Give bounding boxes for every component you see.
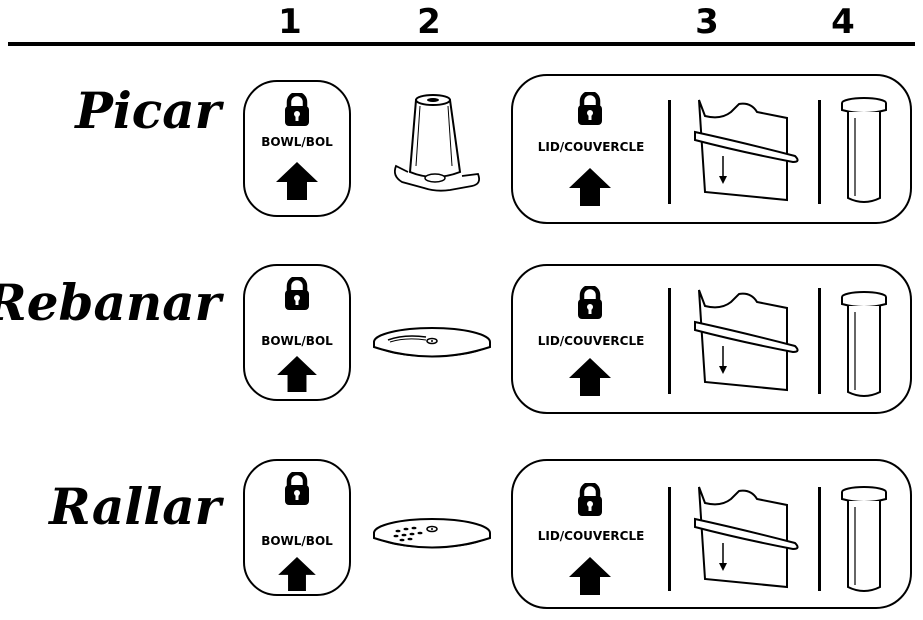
panel-divider bbox=[668, 100, 671, 204]
panel-divider bbox=[668, 487, 671, 591]
padlock-icon bbox=[578, 483, 602, 516]
up-arrow-icon bbox=[276, 162, 318, 200]
padlock-icon bbox=[285, 93, 309, 126]
feed-chute-icon bbox=[694, 289, 799, 392]
up-arrow-icon bbox=[277, 356, 317, 392]
bowl-lock-badge: BOWL/BOL bbox=[243, 80, 351, 217]
lid-feed-tube-panel: LID/COUVERCLE bbox=[511, 74, 912, 224]
feed-chute-icon bbox=[694, 486, 799, 589]
bowl-label: BOWL/BOL bbox=[261, 135, 333, 149]
lid-label: LID/COUVERCLE bbox=[537, 334, 645, 348]
bowl-label: BOWL/BOL bbox=[261, 534, 333, 548]
column-number-2: 2 bbox=[417, 2, 441, 42]
row-label: Rallar bbox=[49, 477, 221, 536]
up-arrow-icon bbox=[569, 358, 611, 396]
up-arrow-icon bbox=[278, 557, 316, 591]
bowl-lock-badge: BOWL/BOL bbox=[243, 264, 351, 401]
food-pusher-icon bbox=[841, 97, 887, 203]
shredding-disc-icon bbox=[373, 518, 491, 549]
column-number-4: 4 bbox=[831, 2, 855, 42]
lid-label: LID/COUVERCLE bbox=[537, 529, 645, 543]
up-arrow-icon bbox=[569, 557, 611, 595]
food-pusher-icon bbox=[841, 486, 887, 592]
chopping-blade-icon bbox=[393, 94, 481, 192]
padlock-icon bbox=[578, 92, 602, 125]
panel-divider bbox=[818, 100, 821, 204]
lid-feed-tube-panel: LID/COUVERCLE bbox=[511, 264, 912, 414]
row-rebanar: Rebanar BOWL/BOL bbox=[0, 260, 923, 420]
lid-feed-tube-panel: LID/COUVERCLE bbox=[511, 459, 912, 609]
panel-divider bbox=[668, 288, 671, 394]
row-picar: Picar BOWL/BOL bbox=[0, 70, 923, 230]
feed-chute-icon bbox=[694, 99, 799, 202]
column-number-3: 3 bbox=[695, 2, 719, 42]
panel-divider bbox=[818, 487, 821, 591]
lid-label: LID/COUVERCLE bbox=[537, 140, 645, 154]
up-arrow-icon bbox=[569, 168, 611, 206]
column-number-1: 1 bbox=[278, 2, 302, 42]
row-label: Rebanar bbox=[0, 273, 221, 332]
padlock-icon bbox=[578, 286, 602, 319]
food-pusher-icon bbox=[841, 291, 887, 397]
padlock-icon bbox=[285, 472, 309, 505]
padlock-icon bbox=[285, 277, 309, 310]
row-rallar: Rallar BOWL/BOL bbox=[0, 455, 923, 615]
bowl-lock-badge: BOWL/BOL bbox=[243, 459, 351, 596]
panel-divider bbox=[818, 288, 821, 394]
header-rule bbox=[8, 42, 915, 46]
row-label: Picar bbox=[75, 81, 221, 140]
slicing-disc-icon bbox=[373, 327, 491, 358]
bowl-label: BOWL/BOL bbox=[261, 334, 333, 348]
